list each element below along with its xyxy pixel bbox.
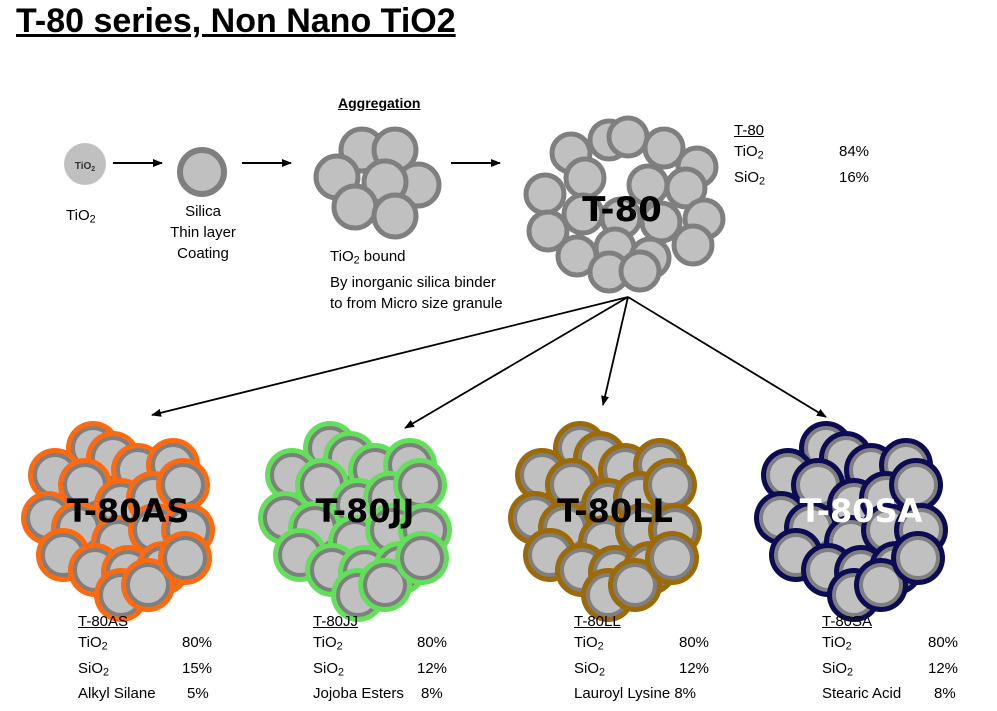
product-cluster-label: T-80LL — [557, 492, 673, 530]
cluster-labels: T-80AS T-80JJ T-80LL T-80SA — [67, 492, 923, 530]
t80-particle — [671, 223, 715, 267]
t80-particle — [618, 249, 662, 293]
product-comp-header: T-80JJ — [313, 613, 359, 630]
coated-particle — [177, 147, 227, 197]
product-comp-header: T-80AS — [78, 613, 129, 630]
page-title: T-80 series, Non Nano TiO2 — [16, 2, 456, 40]
product-cluster-label: T-80AS — [67, 492, 190, 530]
step3-label: TiO2 bound By inorganic silica binder to… — [330, 248, 503, 312]
t80-particle — [664, 166, 708, 210]
t80-cluster-label: T-80 — [582, 190, 662, 230]
branch-arrows — [151, 296, 827, 429]
t80-particle — [606, 115, 650, 159]
t80-composition: T-80 TiO2 84% SiO2 16% — [734, 120, 884, 192]
product-comp-header: T-80LL — [574, 613, 621, 630]
product-cluster-label: T-80SA — [800, 492, 923, 530]
product-comp-row: Lauroyl Lysine 8% — [574, 685, 697, 703]
product-cluster-label: T-80JJ — [316, 492, 415, 530]
tio2-particle-label: TiO2 — [75, 161, 95, 173]
product-cluster — [754, 421, 948, 622]
product-cluster — [508, 421, 702, 622]
product-comp-header: T-80SA — [822, 613, 873, 630]
branch-arrow — [627, 296, 827, 418]
product-particle-core — [163, 536, 207, 580]
branch-arrow — [601, 296, 629, 406]
step2-label: Silica Thin layer Coating — [170, 203, 236, 262]
product-particle-core — [400, 536, 444, 580]
product-particle-core — [613, 563, 657, 607]
t80-comp-row: TiO2 84% — [734, 143, 870, 162]
product-particle-core — [363, 563, 407, 607]
product-particle-core — [126, 563, 170, 607]
aggregate-particle — [331, 183, 379, 231]
product-particle-core — [896, 536, 940, 580]
product-particle-core — [859, 563, 903, 607]
product-cluster — [258, 421, 452, 622]
product-clusters — [21, 421, 948, 622]
t80-comp-header: T-80 — [734, 122, 765, 139]
branch-arrow — [151, 296, 629, 417]
t80-particle — [526, 209, 570, 253]
t80-particle — [642, 126, 686, 170]
t80-particle — [523, 172, 567, 216]
t80-comp-row: SiO2 16% — [734, 168, 870, 188]
aggregate-particle — [371, 192, 419, 240]
product-cluster — [21, 421, 215, 622]
step1-label: TiO2 — [66, 207, 96, 226]
product-particle-core — [650, 536, 694, 580]
branch-arrow — [404, 296, 629, 429]
tio2-particle — [64, 143, 106, 185]
aggregation-header: Aggregation — [338, 95, 421, 111]
